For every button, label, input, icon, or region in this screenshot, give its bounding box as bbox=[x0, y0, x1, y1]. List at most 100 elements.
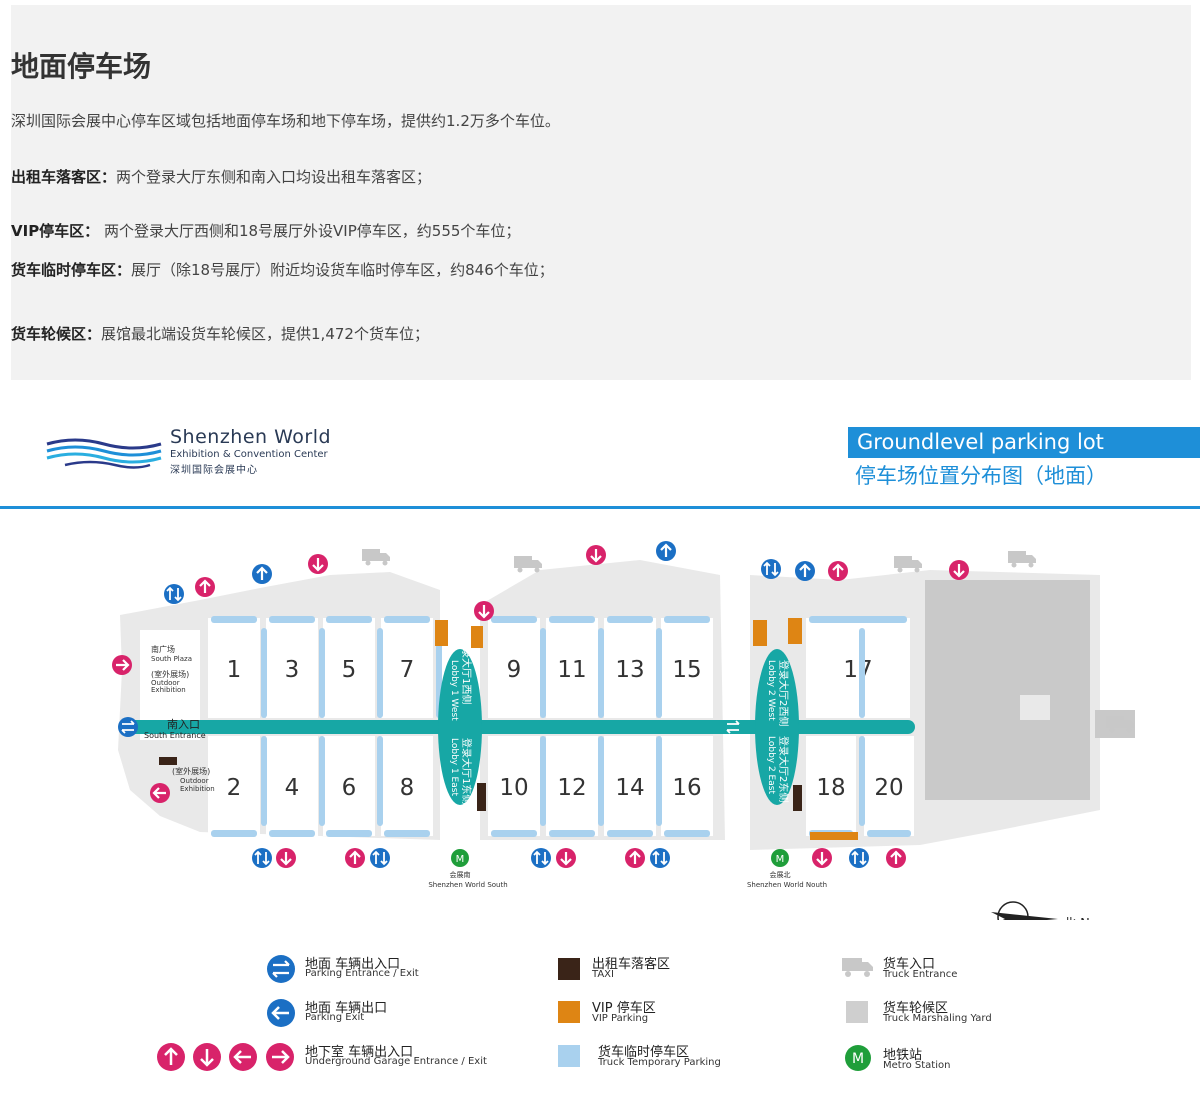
truck-parking-strip bbox=[377, 736, 383, 826]
truck-parking-strip bbox=[269, 616, 315, 623]
hall-number: 20 bbox=[874, 775, 903, 801]
hall-number: 13 bbox=[615, 657, 644, 683]
truck-parking-strip bbox=[540, 628, 546, 718]
hall-17: 17 bbox=[806, 616, 910, 718]
legend-truck-parking-swatch bbox=[558, 1045, 580, 1067]
lobby-1-west-cn: 登录大厅1西侧 bbox=[460, 638, 473, 704]
taxi-dropoff bbox=[477, 783, 486, 811]
hall-number: 16 bbox=[672, 775, 701, 801]
lobby-2-east-en: Lobby 2 East bbox=[766, 736, 776, 794]
vip-parking bbox=[810, 832, 858, 840]
truck-parking-strip bbox=[607, 830, 653, 837]
underground-entrance-icon bbox=[625, 848, 645, 868]
hall-block bbox=[208, 736, 260, 836]
map-title-en: Groundlevel parking lot bbox=[857, 430, 1104, 454]
underground-exit-icon bbox=[812, 848, 832, 868]
hall-6: 6 bbox=[323, 736, 375, 837]
ground-entrance-exit-icon bbox=[849, 848, 869, 868]
map-title-banner: Groundlevel parking lot bbox=[848, 427, 1200, 458]
south-plaza-cn: 南广场 bbox=[151, 644, 175, 654]
outdoor-cn: (室外展场) bbox=[172, 766, 210, 776]
truck-parking-strip bbox=[549, 616, 595, 623]
compass-icon bbox=[991, 901, 1058, 920]
intro-text: 深圳国际会展中心停车区域包括地面停车场和地下停车场，提供约1.2万多个车位。 bbox=[11, 112, 560, 130]
legend-label-en: TAXI bbox=[592, 969, 614, 980]
lobby-2 bbox=[755, 649, 799, 805]
info-item-label: 出租车落客区： bbox=[11, 168, 117, 186]
hall-block bbox=[266, 618, 318, 718]
ground-exit-icon bbox=[267, 999, 295, 1027]
truck-parking-strip bbox=[664, 830, 710, 837]
metro-icon bbox=[451, 849, 469, 867]
info-item-text: 展馆最北端设货车轮候区，提供1,472个货车位； bbox=[101, 325, 429, 343]
underground-entrance-icon bbox=[828, 561, 848, 581]
legend-label-en: Parking Entrance / Exit bbox=[305, 968, 419, 979]
hall-block bbox=[864, 736, 914, 836]
hall-block bbox=[488, 618, 540, 718]
lobby-1-east-cn: 登录大厅1东侧 bbox=[460, 738, 473, 804]
hall-block bbox=[381, 618, 433, 718]
metro-north-en: Shenzhen World Nouth bbox=[747, 881, 827, 889]
truck-parking-strip bbox=[211, 830, 257, 837]
vip-parking bbox=[788, 618, 802, 644]
hall-18: 18 bbox=[806, 736, 856, 837]
legend-label-cn: VIP 停车区 bbox=[592, 1001, 656, 1016]
metro-south-cn: 会展南 bbox=[450, 870, 471, 879]
hall-1: 1 bbox=[208, 616, 260, 718]
hall-block bbox=[806, 618, 910, 718]
truck-parking-strip bbox=[859, 736, 865, 826]
info-item-label: VIP停车区： bbox=[11, 222, 100, 240]
hall-block bbox=[604, 736, 656, 836]
metro-icon bbox=[771, 849, 789, 867]
truck-parking-strip bbox=[664, 616, 710, 623]
info-item-text: 展厅（除18号展厅）附近均设货车临时停车区，约846个车位； bbox=[131, 261, 554, 279]
truck-parking-strip bbox=[319, 736, 325, 826]
legend-taxi-swatch bbox=[558, 958, 580, 980]
ground-entrance-icon bbox=[656, 541, 676, 561]
hall-block bbox=[806, 736, 856, 836]
legend-metro-icon: M bbox=[845, 1045, 871, 1071]
truck-parking-strip bbox=[656, 736, 662, 826]
vip-parking bbox=[753, 620, 767, 646]
taxi-dropoff bbox=[159, 757, 177, 765]
info-item-taxi: 出租车落客区：两个登录大厅东侧和南入口均设出租车落客区； bbox=[11, 165, 611, 189]
metro-south-en: Shenzhen World South bbox=[428, 881, 507, 889]
truck-parking-strip bbox=[598, 628, 604, 718]
metro-glyph: M bbox=[776, 854, 785, 865]
truck-parking-strip bbox=[326, 830, 372, 837]
truck-entrance-icon bbox=[894, 556, 922, 573]
underground-entrance-icon bbox=[112, 655, 132, 675]
legend-label-cn: 地下室 车辆出入口 bbox=[305, 1045, 414, 1060]
hall-number: 5 bbox=[342, 657, 357, 683]
header-divider bbox=[0, 506, 1200, 509]
info-item-vip: VIP停车区： 两个登录大厅西侧和18号展厅外设VIP停车区，约555个车位； bbox=[11, 219, 611, 243]
truck-parking-strip bbox=[384, 830, 430, 837]
lobby-2-west-en: Lobby 2 West bbox=[766, 660, 776, 721]
ground-entrance-exit-icon bbox=[370, 848, 390, 868]
hall-block bbox=[381, 736, 433, 836]
truck-parking-strip bbox=[326, 616, 372, 623]
hall-5: 5 bbox=[323, 616, 375, 718]
info-item-text: 两个登录大厅西侧和18号展厅外设VIP停车区，约555个车位； bbox=[99, 222, 521, 240]
hall-13: 13 bbox=[604, 616, 656, 718]
hall-block bbox=[323, 736, 375, 836]
south-entrance-cn: 南入口 bbox=[167, 718, 200, 731]
truck-parking-strip bbox=[598, 736, 604, 826]
truck-parking-strip bbox=[491, 616, 537, 623]
legend-label-cn: 货车轮候区 bbox=[883, 1001, 949, 1016]
hall-block bbox=[661, 736, 713, 836]
ground-entrance-exit-icon bbox=[164, 584, 184, 604]
hall-block bbox=[208, 618, 260, 718]
legend-label-cn: 地铁站 bbox=[883, 1048, 923, 1063]
info-item-truck-yard: 货车轮候区：展馆最北端设货车轮候区，提供1,472个货车位； bbox=[11, 322, 611, 346]
info-panel: 地面停车场 深圳国际会展中心停车区域包括地面停车场和地下停车场，提供约1.2万多… bbox=[11, 5, 1191, 380]
metro-glyph: M bbox=[456, 854, 465, 865]
truck-parking-strip bbox=[549, 830, 595, 837]
truck-parking-strip bbox=[211, 616, 257, 623]
info-item-truck-temp: 货车临时停车区：展厅（除18号展厅）附近均设货车临时停车区，约846个车位； bbox=[11, 258, 601, 282]
page-title: 地面停车场 bbox=[11, 50, 152, 83]
underground-arrows-icon bbox=[157, 1043, 294, 1071]
lobby-1-west-en: Lobby 1 West bbox=[449, 660, 459, 721]
